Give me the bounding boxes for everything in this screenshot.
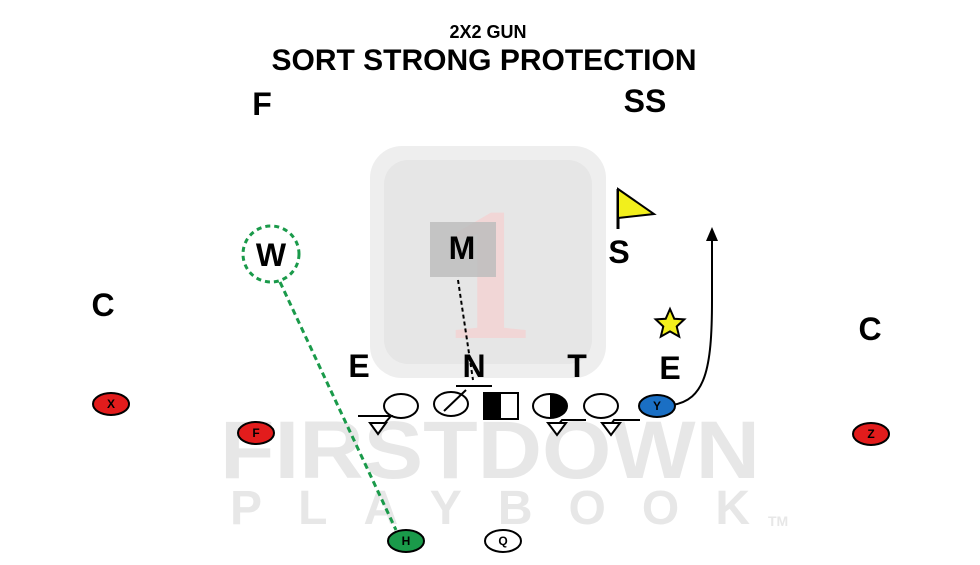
tight-end-route [671, 235, 713, 406]
mike-highlight-box [430, 222, 496, 277]
back-h-label: H [402, 534, 411, 548]
receiver-f: F [237, 421, 275, 445]
left-guard [433, 385, 492, 417]
tight-end-y: Y [638, 394, 676, 418]
defender-strong-safety: SS [624, 83, 667, 119]
quarterback-q: Q [484, 529, 522, 553]
watermark-logo: 1 [370, 146, 606, 380]
defender-corner-right: C [858, 311, 881, 347]
receiver-x: X [92, 392, 130, 416]
receiver-f-label: F [252, 426, 259, 440]
defender-free-safety: F [252, 86, 272, 122]
watermark-tm: TM [768, 513, 788, 529]
star-icon [653, 306, 687, 339]
center [483, 392, 519, 420]
defender-end-right: E [659, 350, 680, 386]
route-arrowhead [706, 227, 718, 241]
quarterback-q-label: Q [498, 534, 507, 548]
defender-tackle: T [567, 348, 587, 384]
defender-will: W [256, 237, 287, 273]
right-tackle [583, 393, 640, 437]
defender-sam: S [608, 234, 629, 270]
center-to-mike-assignment [457, 279, 474, 381]
tight-end-y-label: Y [653, 399, 661, 413]
receiver-z: Z [852, 422, 890, 446]
h-back-blitz-pickup-line [278, 281, 398, 531]
left-tackle [358, 393, 419, 436]
defender-nose: N [462, 348, 485, 384]
formation-title: 2X2 GUN [449, 22, 526, 42]
receiver-z-label: Z [867, 427, 874, 441]
back-h: H [387, 529, 425, 553]
watermark-line1: FIRSTDOWN [220, 405, 760, 496]
right-guard [532, 393, 586, 437]
will-blitz-circle [241, 224, 301, 284]
play-title: SORT STRONG PROTECTION [271, 44, 696, 77]
defender-corner-left: C [91, 287, 114, 323]
receiver-x-label: X [107, 397, 115, 411]
defender-mike: M [449, 230, 476, 266]
defender-end-left: E [348, 348, 369, 384]
flag-icon [616, 187, 657, 229]
